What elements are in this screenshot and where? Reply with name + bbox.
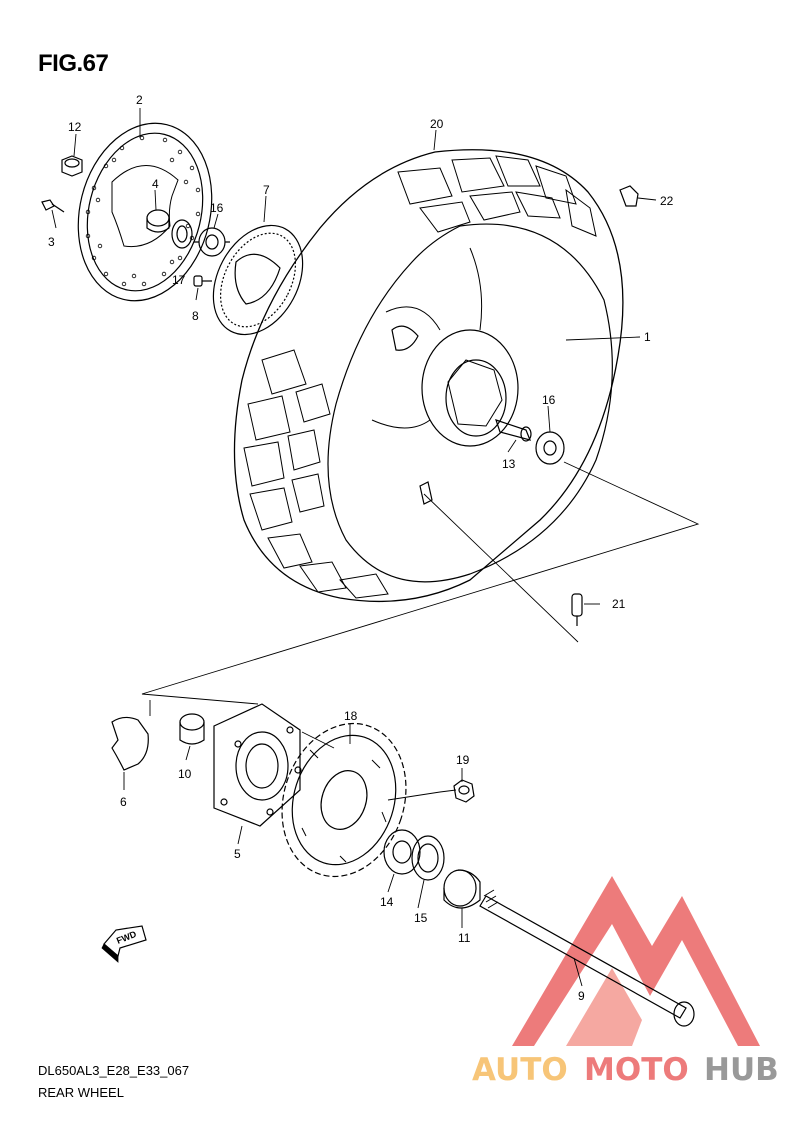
part-sprocket-18: [281, 722, 407, 878]
figure-code: DL650AL3_E28_E33_067: [38, 1063, 190, 1078]
part-spacer-13: [495, 419, 532, 442]
part-wheel-hub: [371, 247, 519, 505]
callout-14: 14: [380, 895, 394, 909]
callout-3: 3: [48, 235, 55, 249]
callout-4: 4: [152, 177, 159, 191]
callout-21: 21: [612, 597, 626, 611]
part-tire: [233, 149, 624, 603]
watermark-logo: AUTO MOTO HUB: [472, 876, 779, 1088]
callout-6: 6: [120, 795, 127, 809]
figure-name: REAR WHEEL: [38, 1085, 124, 1100]
callout-16-upper: 16: [210, 201, 224, 215]
part-weight-22: [619, 185, 639, 207]
callout-22: 22: [660, 194, 674, 208]
forward-arrow-icon: FWD: [101, 925, 147, 963]
callout-16-lower: 16: [542, 393, 556, 407]
tire-tread-pattern: [243, 155, 597, 599]
callout-1: 1: [644, 330, 651, 344]
callout-18: 18: [344, 709, 358, 723]
callout-19: 19: [456, 753, 470, 767]
callout-17: 17: [172, 273, 186, 287]
watermark-text-moto: MOTO: [584, 1052, 689, 1088]
part-bearing-16-lower: [535, 431, 565, 465]
part-oil-seal: [171, 219, 193, 249]
part-sprocket-drum-5: [213, 703, 302, 827]
triangle-mountain-logo-icon: [512, 876, 760, 1046]
brake-disc-holes: [85, 135, 201, 287]
part-nut-12: [61, 155, 83, 177]
part-valve-21: [571, 593, 583, 626]
part-spacer-11: [443, 869, 481, 909]
callout-numbers: 2 12 3 4 16 7 17 8 20 1 16 13 21 22 18 1…: [48, 93, 674, 1003]
watermark-text-auto: AUTO: [472, 1052, 568, 1088]
callout-10: 10: [178, 767, 192, 781]
callout-8: 8: [192, 309, 199, 323]
part-collar-10: [179, 713, 205, 745]
callout-12: 12: [68, 120, 82, 134]
part-bearing-16-upper: [194, 227, 230, 257]
part-sensor-rotor: [212, 224, 304, 336]
callout-20: 20: [430, 117, 444, 131]
figure-title: FIG.67: [38, 50, 109, 77]
part-seal-15: [411, 835, 445, 881]
callout-7: 7: [263, 183, 270, 197]
part-bolt-17: [193, 275, 212, 287]
part-axle-9: [479, 889, 695, 1027]
leader-lines: [51, 108, 657, 987]
watermark-text-hub: HUB: [704, 1052, 779, 1088]
assembly-lines: [141, 461, 700, 801]
callout-2: 2: [136, 93, 143, 107]
part-collar-4: [146, 209, 170, 233]
callout-15: 15: [414, 911, 428, 925]
callout-13: 13: [502, 457, 516, 471]
callout-11: 11: [458, 931, 471, 945]
part-damper-6: [111, 716, 149, 771]
callout-9: 9: [578, 989, 585, 1003]
part-brake-disc: [77, 122, 213, 302]
callout-5: 5: [234, 847, 241, 861]
part-bearing-14: [383, 829, 421, 875]
part-nut-19: [453, 779, 475, 803]
part-bolt-3: [41, 199, 65, 213]
